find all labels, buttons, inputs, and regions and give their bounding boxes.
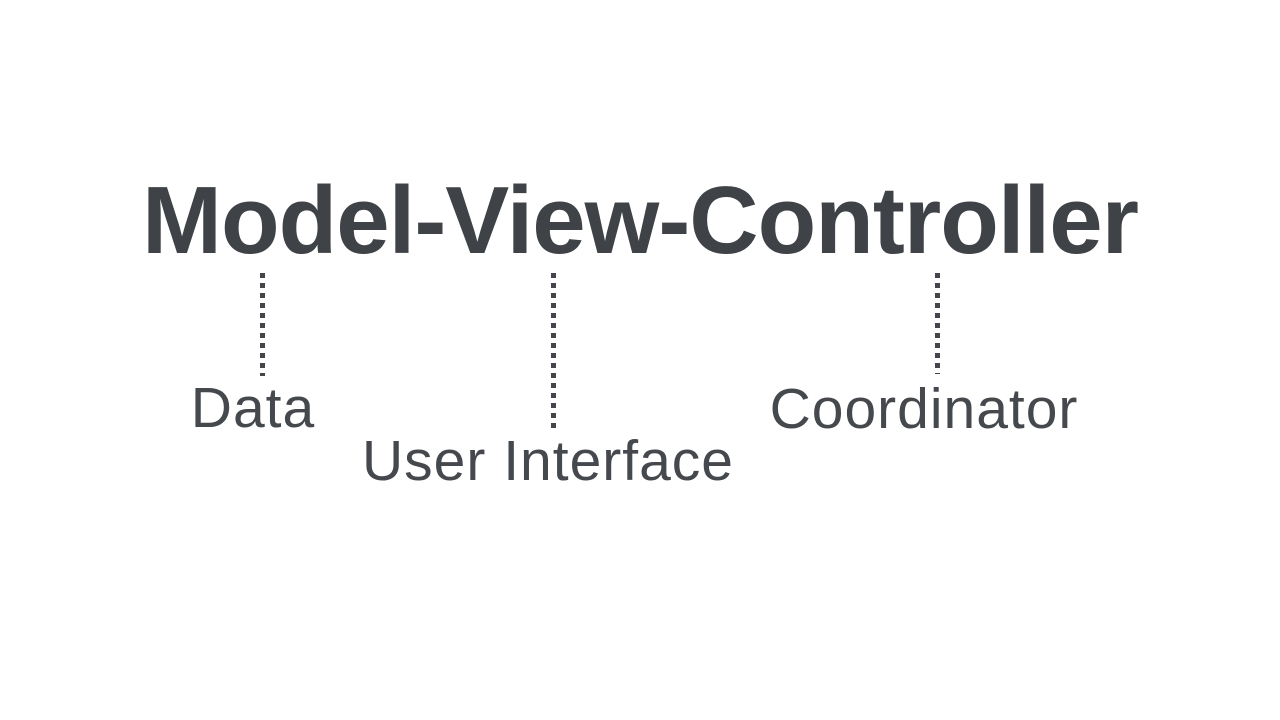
view-annotation-label: User Interface <box>362 429 734 493</box>
view-dotted-connector <box>551 273 556 428</box>
controller-dotted-connector <box>935 273 940 374</box>
model-dotted-connector <box>260 273 265 376</box>
model-annotation-label: Data <box>190 376 316 440</box>
controller-annotation-label: Coordinator <box>769 377 1079 441</box>
diagram-title: Model-View-Controller <box>142 167 1139 274</box>
